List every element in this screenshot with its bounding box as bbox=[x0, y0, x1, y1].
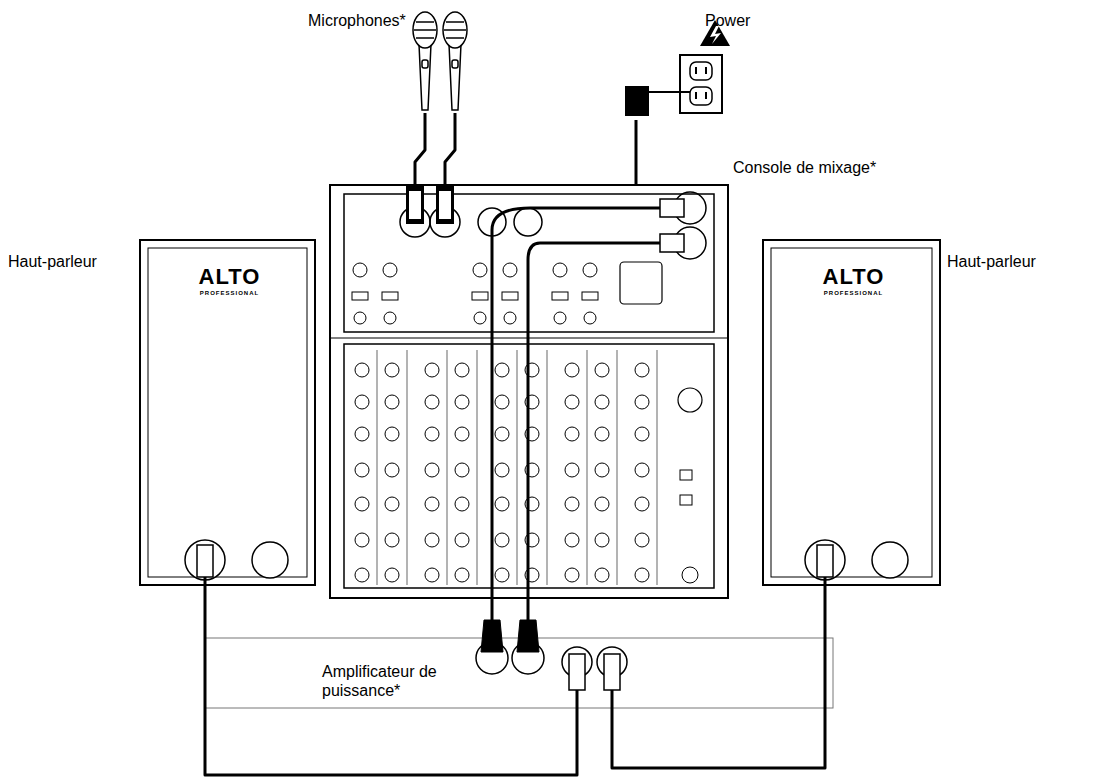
power-outlet bbox=[625, 20, 730, 116]
xlr-plug bbox=[406, 186, 454, 224]
audio-cable bbox=[205, 585, 577, 775]
power-amplifier bbox=[205, 620, 833, 708]
device-label: Microphones* bbox=[308, 11, 406, 30]
mixing-console: Console de mixage* bbox=[330, 185, 728, 598]
mixer-console bbox=[330, 185, 728, 598]
brand-subtitle: PROFESSIONAL bbox=[763, 290, 944, 297]
speaker: Haut-parleurALTOPROFESSIONAL bbox=[763, 240, 944, 585]
audio-cable bbox=[635, 120, 638, 185]
device-label: Haut-parleur bbox=[947, 252, 1036, 271]
device-label: Console de mixage* bbox=[733, 158, 876, 177]
speaker: Haut-parleurALTOPROFESSIONAL bbox=[140, 240, 319, 585]
device-label: Power bbox=[705, 11, 750, 30]
brand-logo: ALTO bbox=[763, 264, 944, 290]
audio-cable bbox=[612, 585, 825, 768]
output-cable bbox=[492, 199, 684, 598]
brand-logo: ALTO bbox=[140, 264, 319, 290]
power-supply: Power bbox=[615, 5, 765, 120]
speaker-cabinet bbox=[140, 240, 940, 585]
device-label: Amplificateur de puissance* bbox=[322, 662, 462, 700]
audio-cable bbox=[491, 598, 494, 638]
audio-cable bbox=[415, 113, 425, 185]
power-amplifier: Amplificateur de puissance* bbox=[205, 638, 833, 708]
audio-cable bbox=[527, 598, 530, 638]
audio-cable bbox=[445, 113, 455, 185]
microphone-pair bbox=[413, 12, 467, 110]
device-label: Haut-parleur bbox=[8, 252, 97, 271]
brand-subtitle: PROFESSIONAL bbox=[140, 290, 319, 297]
microphone-group: Microphones* bbox=[300, 5, 550, 113]
